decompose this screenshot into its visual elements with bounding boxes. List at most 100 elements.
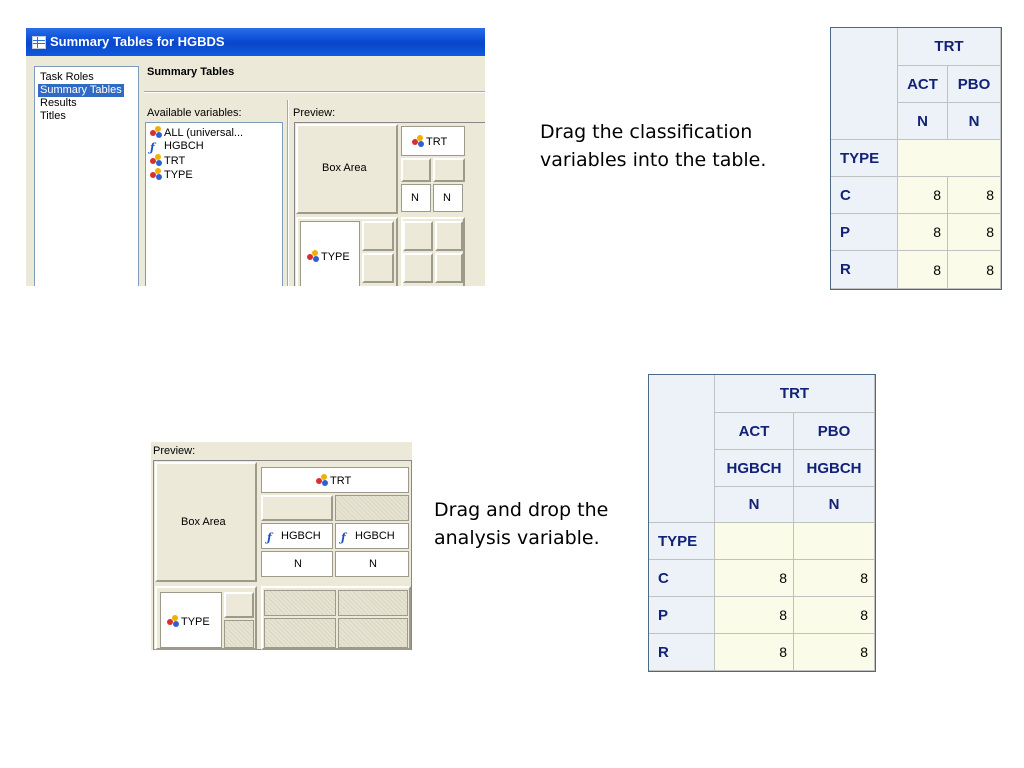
row-header-type: TYPE [831, 140, 898, 177]
box-area-cell: Box Area [155, 462, 257, 582]
data-cell: 8 [794, 597, 875, 634]
column-header-pbo: PBO [948, 66, 1001, 103]
nav-item-results[interactable]: Results [40, 97, 77, 109]
class-variable-icon [307, 250, 319, 262]
analysis-header-hgbch: HGBCH [794, 450, 875, 487]
data-cell: 8 [794, 560, 875, 597]
preview-label: Preview: [293, 107, 336, 119]
nav-item-task-roles[interactable]: Task Roles [40, 71, 94, 83]
empty-header-cell [401, 158, 431, 182]
row-variable-type[interactable]: TYPE [160, 592, 222, 648]
statistic-cell-n[interactable]: N [401, 184, 431, 212]
data-cell: 8 [715, 597, 794, 634]
statistic-cell-n[interactable]: N [261, 551, 333, 577]
statistic-cell-n[interactable]: N [335, 551, 409, 577]
class-variable-icon [316, 474, 328, 486]
data-cell: 8 [794, 634, 875, 671]
data-cell [338, 618, 408, 648]
empty-header-cell [261, 495, 333, 521]
data-cell [338, 590, 408, 616]
data-cell [435, 253, 463, 283]
analysis-header-hgbch: HGBCH [715, 450, 794, 487]
box-area-label: Box Area [322, 162, 367, 174]
header-divider [144, 91, 485, 93]
row-label-c: C [831, 177, 898, 214]
row-label-r: R [649, 634, 715, 671]
empty-data-cell [898, 140, 1001, 177]
empty-row-cell [362, 253, 394, 283]
data-cell [435, 221, 463, 251]
data-cell: 8 [715, 560, 794, 597]
empty-row-cell [362, 221, 394, 251]
class-variable-icon [150, 168, 162, 180]
row-label-p: P [649, 597, 715, 634]
box-area-label: Box Area [181, 516, 226, 528]
stat-header-n: N [948, 103, 1001, 140]
empty-data-cell [794, 523, 875, 560]
column-header-trt: TRT [715, 375, 875, 413]
column-header-pbo: PBO [794, 413, 875, 450]
empty-header-cell [335, 495, 409, 521]
class-variable-icon [412, 135, 424, 147]
class-variable-icon [150, 154, 162, 166]
stat-header-n: N [715, 487, 794, 523]
class-variable-icon [167, 615, 179, 627]
row-label-c: C [649, 560, 715, 597]
data-cell: 8 [898, 214, 948, 251]
preview-label: Preview: [153, 445, 196, 457]
data-cell: 8 [715, 634, 794, 671]
data-cell [264, 618, 336, 648]
variable-item-trt[interactable]: TRT [150, 154, 185, 167]
stat-header-n: N [898, 103, 948, 140]
column-dropzone-trt[interactable]: TRT [261, 467, 409, 493]
empty-row-cell [224, 620, 254, 648]
data-cell: 8 [898, 251, 948, 289]
empty-header-cell [433, 158, 465, 182]
nav-item-summary-tables[interactable]: Summary Tables [38, 84, 124, 97]
row-variable-type[interactable]: TYPE [300, 221, 360, 286]
table-corner-cell [831, 28, 898, 140]
row-header-type: TYPE [649, 523, 715, 560]
analysis-variable-icon: ƒ [267, 531, 272, 544]
preview-table-layout[interactable]: Box Area TRT N N TYPE [294, 122, 485, 286]
row-label-r: R [831, 251, 898, 289]
data-cell: 8 [948, 214, 1001, 251]
data-cell: 8 [948, 251, 1001, 289]
instruction-analysis: Drag and drop the analysis variable. [434, 499, 609, 549]
task-navigation-list: Task Roles Summary Tables Results Titles [34, 66, 139, 286]
dialog-titlebar[interactable]: Summary Tables for HGBDS [26, 28, 485, 56]
data-cell [403, 253, 433, 283]
instruction-classification: Drag the classification variables into t… [540, 121, 767, 171]
data-cell: 8 [948, 177, 1001, 214]
result-table-counts: TRT ACT PBO N N TYPE C 8 8 P 8 8 R 8 8 [830, 27, 1002, 290]
variable-item-all[interactable]: ALL (universal... [150, 126, 243, 139]
stat-header-n: N [794, 487, 875, 523]
column-dropzone-trt[interactable]: TRT [401, 126, 465, 156]
pane-divider [287, 100, 289, 286]
section-header: Summary Tables [147, 66, 235, 78]
variable-item-type[interactable]: TYPE [150, 168, 193, 181]
table-icon [32, 36, 46, 49]
row-label-p: P [831, 214, 898, 251]
class-variable-icon [150, 126, 162, 138]
column-header-act: ACT [898, 66, 948, 103]
nav-item-titles[interactable]: Titles [40, 110, 66, 122]
empty-data-cell [715, 523, 794, 560]
dialog-title: Summary Tables for HGBDS [50, 34, 225, 49]
column-header-trt: TRT [898, 28, 1001, 66]
statistic-cell-n[interactable]: N [433, 184, 463, 212]
column-header-act: ACT [715, 413, 794, 450]
data-cell [264, 590, 336, 616]
empty-row-cell [224, 592, 254, 618]
available-variables-label: Available variables: [147, 107, 242, 119]
data-cell [403, 221, 433, 251]
table-corner-cell [649, 375, 715, 523]
box-area-cell: Box Area [296, 124, 398, 214]
analysis-variable-icon: ƒ [341, 531, 346, 544]
